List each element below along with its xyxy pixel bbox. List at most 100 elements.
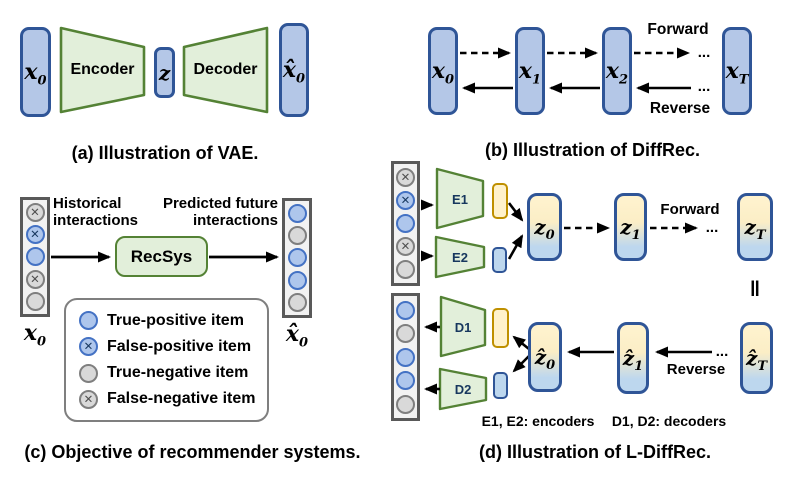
legend-row-false-positive: False-positive item [66, 337, 267, 357]
panel-b-caption: (b) Illustration of DiffRec. [485, 140, 700, 160]
encoder-label: Encoder [70, 61, 135, 78]
z0-label: z0 [534, 215, 555, 243]
reverse-ellipsis: ... [697, 78, 711, 95]
true-negative-icon [396, 260, 415, 279]
diffrec-x1-label: x1 [518, 58, 542, 88]
l-diffrec-input-column [391, 161, 420, 286]
false-negative-icon [25, 269, 45, 289]
diffrec-x2-node: x2 [602, 27, 632, 115]
e2-label: E2 [452, 250, 468, 265]
zT-node: zT [737, 193, 773, 261]
true-negative-icon [287, 226, 307, 246]
l-diffrec-output-column [391, 293, 420, 421]
zhat0-label: ẑ0 [534, 345, 556, 373]
z1-node: z1 [614, 193, 647, 261]
historical-interactions-column [20, 197, 50, 317]
diffrec-x0-node: x0 [428, 27, 458, 115]
d1-label: D1 [454, 320, 472, 335]
true-negative-icon [25, 291, 45, 311]
zhat0-node: ẑ0 [528, 322, 562, 392]
true-positive-icon [287, 248, 307, 268]
true-positive-icon [396, 371, 415, 390]
c-x0-label: x0 [18, 320, 52, 350]
true-positive-icon [25, 247, 45, 267]
e2-latent-rect [492, 247, 507, 273]
decoders-note: D1, D2: decoders [611, 413, 727, 429]
legend-label-false-positive: False-positive item [107, 337, 252, 355]
decoder-label: Decoder [193, 61, 258, 78]
arrow-zhat0-to-d1-latent [512, 335, 530, 351]
vae-input-node: x0 [20, 27, 51, 117]
diffrec-x1-node: x1 [515, 27, 545, 115]
false-negative-icon [396, 237, 415, 256]
reverse-label: Reverse [649, 100, 711, 117]
l-diffrec-reverse-ellipsis: ... [715, 343, 729, 360]
l-diffrec-forward-label: Forward [660, 201, 720, 218]
false-positive-icon [79, 337, 98, 357]
vae-output-node: x̂0 [279, 23, 309, 117]
vae-latent-node: z [154, 47, 175, 98]
diffrec-xT-node: xT [722, 27, 752, 115]
arrow-e2-latent-to-z0 [507, 234, 524, 260]
legend-label-true-negative: True-negative item [107, 364, 249, 382]
zhatT-node: ẑT [740, 322, 773, 394]
legend-row-true-positive: True-positive item [66, 311, 267, 331]
c-xhat0-math: x̂0 [285, 321, 309, 351]
predicted-label: Predicted future interactions [162, 195, 278, 229]
legend-row-false-negative: False-negative item [66, 389, 267, 409]
true-negative-icon [396, 324, 415, 343]
true-positive-icon [396, 347, 415, 367]
true-positive-icon [396, 300, 415, 320]
false-negative-icon [396, 168, 415, 187]
true-positive-icon [287, 204, 307, 224]
false-negative-icon [79, 389, 98, 409]
z1-label: z1 [620, 215, 641, 243]
forward-ellipsis: ... [697, 44, 711, 61]
diffrec-x2-label: x2 [605, 58, 629, 88]
d2-latent-rect [493, 372, 508, 399]
zhat1-node: ẑ1 [617, 322, 649, 394]
true-negative-icon [287, 292, 307, 312]
d1-latent-rect [492, 308, 509, 348]
zT-label: zT [744, 215, 766, 243]
arrow-zhat0-to-d2-latent [512, 355, 530, 373]
true-positive-icon [79, 311, 98, 331]
diffrec-arrows [460, 47, 691, 94]
true-negative-icon [79, 363, 98, 383]
false-negative-icon [25, 203, 45, 223]
true-positive-icon [287, 270, 307, 290]
vae-input-label: x0 [24, 59, 47, 89]
d2-label: D2 [454, 382, 472, 397]
true-negative-icon [396, 394, 415, 414]
e1-label: E1 [452, 192, 468, 207]
l-diffrec-forward-ellipsis: ... [705, 219, 719, 236]
legend-label-false-negative: False-negative item [107, 390, 256, 408]
historical-label: Historical interactions [53, 195, 139, 229]
legend-box: True-positive item False-positive item T… [64, 298, 269, 422]
c-xhat0-label: x̂0 [280, 321, 314, 351]
forward-label: Forward [647, 21, 709, 38]
zhat1-label: ẑ1 [622, 346, 644, 374]
legend-label-true-positive: True-positive item [107, 311, 244, 329]
legend-row-true-negative: True-negative item [66, 363, 267, 383]
z0-node: z0 [527, 193, 562, 261]
zhatT-label: ẑT [745, 346, 768, 374]
false-positive-icon [396, 191, 415, 210]
false-positive-icon [25, 225, 45, 245]
diffrec-xT-label: xT [725, 58, 749, 88]
arrow-e1-latent-to-z0 [507, 202, 524, 222]
c-x0-math: x0 [23, 320, 47, 350]
recsys-label: RecSys [130, 246, 193, 266]
true-positive-icon [396, 214, 415, 233]
encoders-note: E1, E2: encoders [481, 413, 595, 429]
l-diffrec-reverse-label: Reverse [666, 361, 726, 378]
panel-c-caption: (c) Objective of recommender systems. [24, 442, 361, 462]
diffrec-x0-label: x0 [431, 58, 455, 88]
e1-latent-rect [492, 183, 508, 219]
recsys-box: RecSys [115, 236, 208, 277]
vae-latent-label: z [158, 60, 171, 85]
panel-d-caption: (d) Illustration of L-DiffRec. [479, 442, 711, 462]
predicted-interactions-column [282, 198, 312, 318]
vae-output-label: x̂0 [282, 57, 306, 87]
